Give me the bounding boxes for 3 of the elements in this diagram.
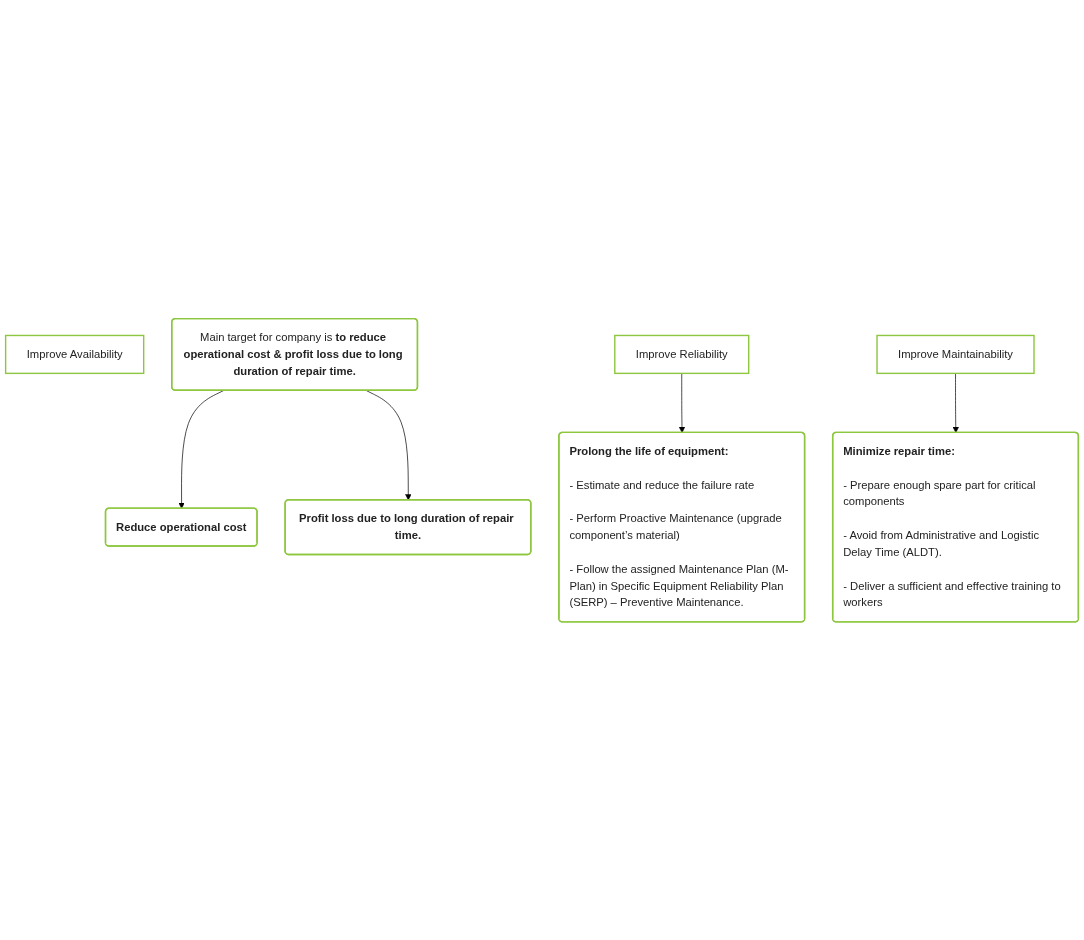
node-box: Improve Maintainability <box>876 334 1035 374</box>
node-box: Improve Reliability <box>614 334 750 374</box>
node-box: Improve Availability <box>4 334 145 374</box>
